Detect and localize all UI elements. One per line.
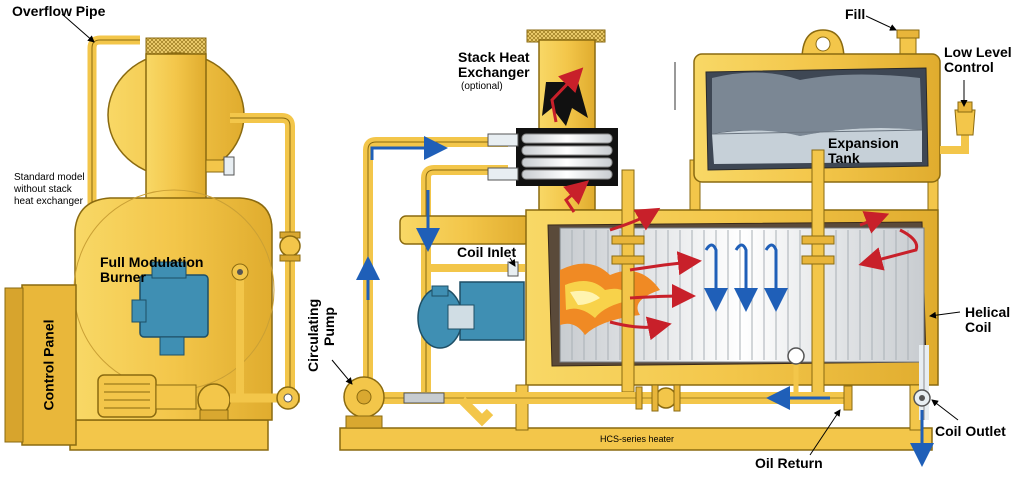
label-hcs-heater: HCS-series heater	[600, 434, 675, 444]
label-helical-2: Coil	[965, 319, 992, 335]
label-circulating: Circulating	[305, 298, 321, 372]
burner-assembly	[131, 261, 209, 356]
label-full-modulation-1: Full Modulation	[100, 254, 204, 270]
label-control-panel: Control Panel	[40, 319, 57, 411]
label-pump: Pump	[321, 307, 337, 346]
label-standard-model-3: heat exchanger	[14, 196, 83, 207]
label-expansion-2: Tank	[828, 150, 860, 166]
label-standard-model-2: without stack	[14, 184, 72, 195]
label-coil-inlet: Coil Inlet	[457, 244, 517, 260]
left-heater-unit	[4, 35, 301, 451]
flame-icon	[560, 263, 660, 335]
label-overflow-pipe: Overflow Pipe	[12, 3, 106, 19]
label-standard-model-1: Standard model	[14, 172, 85, 183]
label-low-level-1: Low Level	[944, 44, 1012, 60]
label-oil-return: Oil Return	[755, 455, 823, 471]
label-stack-heat-2: Exchanger	[458, 64, 530, 80]
label-expansion-1: Expansion	[828, 135, 899, 151]
label-stack-heat-1: Stack Heat	[458, 49, 530, 65]
leader-lines	[61, 13, 968, 456]
label-fill: Fill	[845, 6, 866, 22]
pump-icon	[343, 376, 385, 429]
burner-blower	[417, 281, 525, 349]
right-heater-unit	[339, 29, 976, 451]
label-low-level-2: Control	[944, 59, 994, 75]
flow-arrows	[356, 67, 934, 467]
label-coil-outlet: Coil Outlet	[935, 423, 1006, 439]
label-helical-1: Helical	[965, 304, 1011, 320]
stack-heat-exchanger	[487, 82, 618, 186]
label-optional: (optional)	[461, 81, 503, 92]
label-full-modulation-2: Burner	[100, 269, 146, 285]
pump-icon	[197, 383, 231, 421]
motor-icon	[97, 374, 197, 418]
gauge-icon	[787, 347, 805, 392]
expansion-tank	[674, 29, 976, 183]
valve-icon	[913, 389, 931, 407]
